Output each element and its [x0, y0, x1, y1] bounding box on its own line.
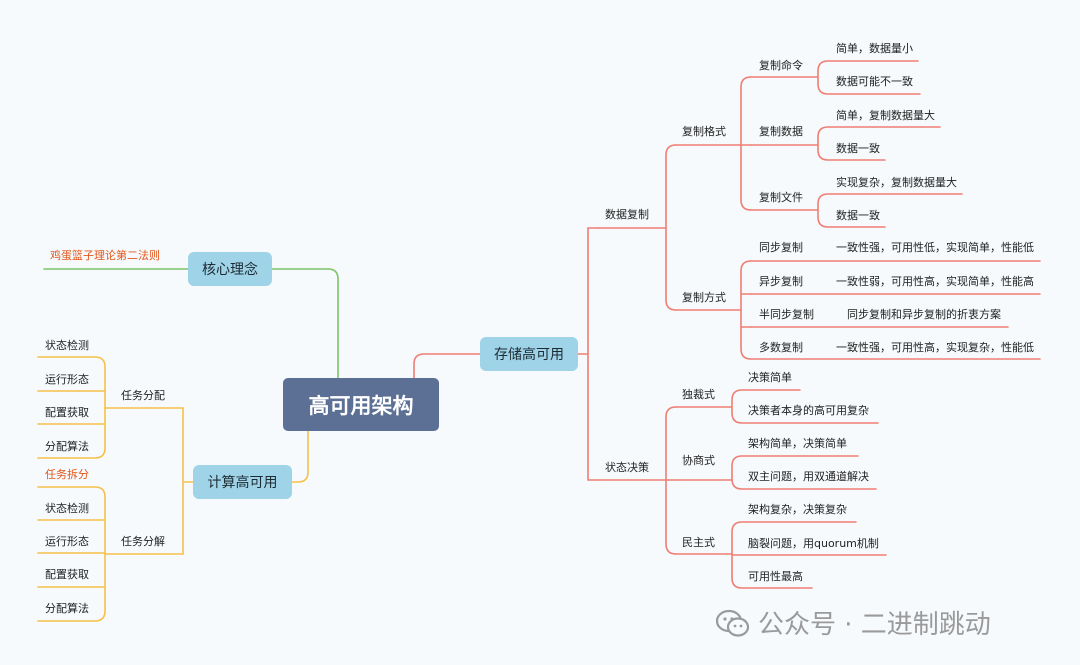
connector-root-compute: [291, 429, 309, 483]
connector-democracy-leaves: [731, 521, 887, 589]
split-item[interactable]: 分配算法: [45, 602, 89, 615]
connector-file-leaves: [817, 193, 963, 228]
mode-label[interactable]: 复制方式: [682, 291, 726, 304]
decision-label[interactable]: 状态决策: [605, 461, 649, 474]
compute-assign-label[interactable]: 任务分配: [121, 389, 165, 402]
assign-item[interactable]: 配置获取: [45, 406, 89, 419]
split-item[interactable]: 状态检测: [45, 502, 89, 515]
connector-decision-fork: [665, 406, 677, 555]
topic-compute-ha[interactable]: 计算高可用: [193, 465, 292, 499]
connector-dictator-leaves: [731, 389, 879, 424]
assign-item[interactable]: 分配算法: [45, 440, 89, 453]
mode-item-desc[interactable]: 一致性强，可用性低，实现简单，性能低: [836, 241, 1034, 254]
connector-data-leaves: [817, 126, 941, 161]
connector-mode-fork: [740, 260, 752, 360]
connector-command-leaves: [817, 60, 921, 95]
mode-item-desc[interactable]: 一致性弱，可用性高，实现简单，性能高: [836, 275, 1034, 288]
assign-item[interactable]: 状态检测: [45, 339, 89, 352]
connector-negotiate-leaves: [731, 455, 877, 490]
connector-format-underlines: [750, 76, 819, 211]
topic-core-concept[interactable]: 核心理念: [188, 252, 272, 286]
split-item[interactable]: 任务拆分: [45, 468, 89, 481]
mode-item-desc[interactable]: 同步复制和异步复制的折衷方案: [847, 308, 1001, 321]
connector-root-storage: [413, 353, 481, 379]
decision-leaf[interactable]: 架构复杂，决策复杂: [748, 503, 847, 516]
connector-compute-spine: [182, 407, 194, 555]
decision-leaf[interactable]: 架构简单，决策简单: [748, 437, 847, 450]
format-label[interactable]: 复制格式: [682, 125, 726, 138]
decision-democracy-label[interactable]: 民主式: [682, 536, 715, 549]
compute-split-label[interactable]: 任务分解: [121, 535, 165, 548]
replication-label[interactable]: 数据复制: [605, 208, 649, 221]
connector-root-core: [271, 268, 339, 379]
wechat-watermark: 公众号 · 二进制跳动: [716, 604, 991, 641]
connector-mode-leaves: [750, 260, 1041, 360]
root-topic[interactable]: 高可用架构: [283, 378, 439, 431]
connector-decision-underlines: [675, 406, 733, 555]
split-item[interactable]: 配置获取: [45, 568, 89, 581]
split-item[interactable]: 运行形态: [45, 535, 89, 548]
mode-item-desc[interactable]: 一致性强，可用性高，实现复杂，性能低: [836, 341, 1034, 354]
connector-format-fork: [740, 76, 752, 211]
format-leaf[interactable]: 简单，复制数据量大: [836, 109, 935, 122]
format-command-label[interactable]: 复制命令: [759, 59, 803, 72]
decision-leaf[interactable]: 双主问题，用双通道解决: [748, 470, 869, 483]
format-leaf[interactable]: 实现复杂，复制数据量大: [836, 176, 957, 189]
mode-item-label[interactable]: 多数复制: [759, 341, 803, 354]
wechat-logo-icon: [716, 609, 750, 637]
decision-leaf[interactable]: 决策者本身的高可用复杂: [748, 404, 869, 417]
topic-storage-ha[interactable]: 存储高可用: [480, 337, 578, 371]
format-leaf[interactable]: 数据一致: [836, 142, 880, 155]
mode-item-label[interactable]: 异步复制: [759, 275, 803, 288]
format-data-label[interactable]: 复制数据: [759, 125, 803, 138]
decision-leaf[interactable]: 决策简单: [748, 371, 792, 384]
assign-item[interactable]: 运行形态: [45, 373, 89, 386]
watermark-text: 公众号 · 二进制跳动: [758, 610, 991, 640]
format-leaf[interactable]: 数据可能不一致: [836, 75, 913, 88]
format-file-label[interactable]: 复制文件: [759, 191, 803, 204]
decision-leaf[interactable]: 脑裂问题，用quorum机制: [748, 537, 879, 550]
core-rule-label[interactable]: 鸡蛋篮子理论第二法则: [50, 249, 160, 262]
connector-assign-leaves: [37, 356, 106, 459]
mode-item-label[interactable]: 半同步复制: [759, 308, 814, 321]
decision-dictator-label[interactable]: 独裁式: [682, 388, 715, 401]
mode-item-label[interactable]: 同步复制: [759, 241, 803, 254]
connector-replication-fork: [665, 144, 677, 311]
format-leaf[interactable]: 简单，数据量小: [836, 42, 913, 55]
connector-storage-spine: [587, 227, 599, 481]
decision-leaf[interactable]: 可用性最高: [748, 570, 803, 583]
format-leaf[interactable]: 数据一致: [836, 209, 880, 222]
decision-negotiate-label[interactable]: 协商式: [682, 454, 715, 467]
connector-split-leaves: [37, 486, 106, 622]
